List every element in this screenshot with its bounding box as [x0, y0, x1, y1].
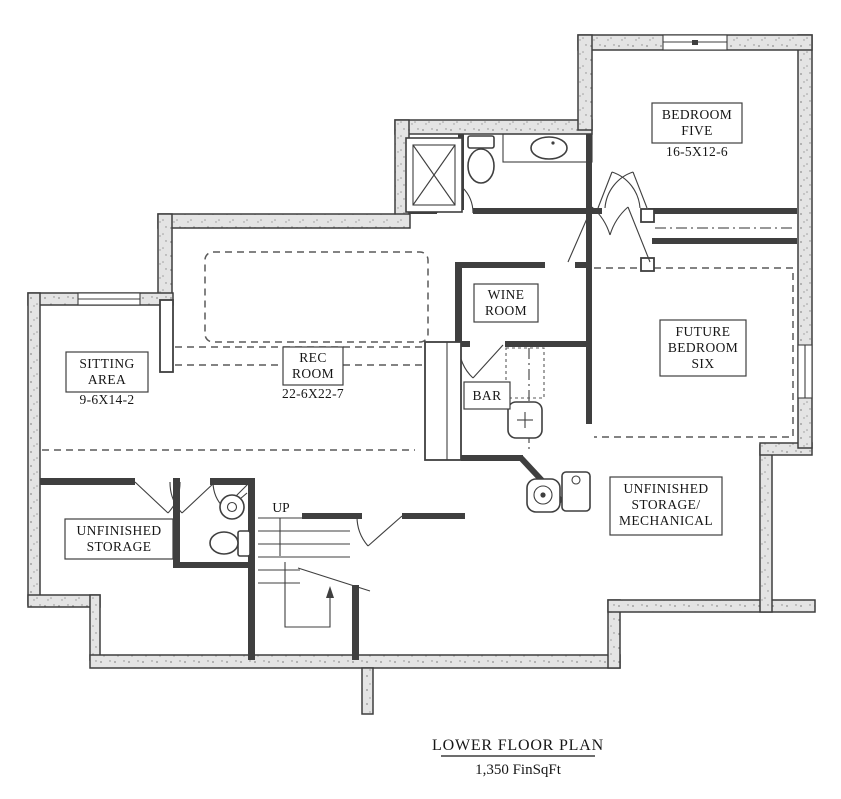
window-future-bedroom-six: [797, 344, 813, 399]
svg-text:WINE: WINE: [488, 287, 525, 302]
sitting-area-dims: 9-6X14-2: [80, 392, 135, 407]
toilet-icon: [467, 135, 495, 184]
svg-text:STORAGE/: STORAGE/: [632, 497, 701, 512]
label-wine-room: WINE ROOM: [473, 283, 539, 323]
plan-area: 1,350 FinSqFt: [475, 762, 562, 778]
svg-text:BEDROOM: BEDROOM: [668, 340, 738, 355]
post: [640, 208, 655, 223]
water-heater-icon: [561, 471, 591, 512]
svg-text:AREA: AREA: [88, 372, 126, 387]
svg-text:STORAGE: STORAGE: [87, 539, 152, 554]
windows: [77, 34, 813, 399]
title-block: LOWER FLOOR PLAN 1,350 FinSqFt: [432, 737, 604, 778]
wall-stub: [159, 299, 174, 373]
stairs-up-label: UP: [272, 500, 289, 515]
sump-pump-icon: [526, 478, 561, 513]
svg-text:BEDROOM: BEDROOM: [662, 107, 732, 122]
rec-room-dims: 22-6X22-7: [282, 386, 344, 401]
stairs: UP: [258, 500, 371, 628]
rec-room-ceiling-dashed: [204, 251, 429, 343]
bedroom-five-dims: 16-5X12-6: [666, 144, 728, 159]
plan-title: LOWER FLOOR PLAN: [432, 737, 604, 754]
svg-text:FIVE: FIVE: [681, 123, 713, 138]
bar-counter: [424, 341, 462, 461]
stair-break-line: [297, 567, 371, 592]
door-bedroom-five-double: [597, 171, 648, 209]
fixtures: [209, 133, 593, 557]
door-sitting-double: [134, 481, 216, 514]
label-bedroom-five: BEDROOM FIVE 16-5X12-6: [651, 102, 743, 159]
svg-text:SIX: SIX: [692, 356, 715, 371]
future-bedroom-six-dashed: [594, 267, 794, 438]
window-sitting-area: [77, 292, 141, 306]
svg-text:MECHANICAL: MECHANICAL: [619, 513, 713, 528]
svg-text:BAR: BAR: [473, 388, 502, 403]
stair-direction-line: [284, 562, 331, 628]
door-hall-double: [567, 206, 651, 263]
label-unfinished-storage-mechanical: UNFINISHED STORAGE/ MECHANICAL: [609, 476, 723, 536]
label-future-bedroom-six: FUTURE BEDROOM SIX: [659, 319, 747, 377]
shower-icon: [405, 137, 463, 213]
powder-sink-icon: [219, 492, 248, 520]
interior-walls: [40, 134, 797, 660]
svg-text:ROOM: ROOM: [485, 303, 527, 318]
window-bedroom-five: [662, 34, 728, 51]
label-bar: BAR: [463, 381, 511, 410]
label-sitting-area: SITTING AREA 9-6X14-2: [65, 351, 149, 407]
post: [640, 257, 655, 272]
up-arrow-icon: [326, 586, 334, 598]
label-rec-room: REC ROOM 22-6X22-7: [282, 346, 344, 401]
powder-toilet-icon: [209, 530, 251, 557]
door-wine-room: [458, 344, 504, 379]
svg-text:UNFINISHED: UNFINISHED: [77, 523, 162, 538]
svg-text:REC: REC: [299, 350, 326, 365]
svg-text:SITTING: SITTING: [79, 356, 134, 371]
svg-text:UNFINISHED: UNFINISHED: [624, 481, 709, 496]
svg-text:FUTURE: FUTURE: [676, 324, 731, 339]
vanity-sink-icon: [502, 133, 593, 163]
door-storage: [356, 515, 403, 547]
label-unfinished-storage: UNFINISHED STORAGE: [64, 518, 174, 560]
bar-sink-icon: [507, 401, 543, 439]
bar-cabinet-dashed: [505, 347, 545, 399]
svg-text:ROOM: ROOM: [292, 366, 334, 381]
room-labels: BEDROOM FIVE 16-5X12-6 SITTING AREA 9-6X…: [64, 102, 747, 560]
